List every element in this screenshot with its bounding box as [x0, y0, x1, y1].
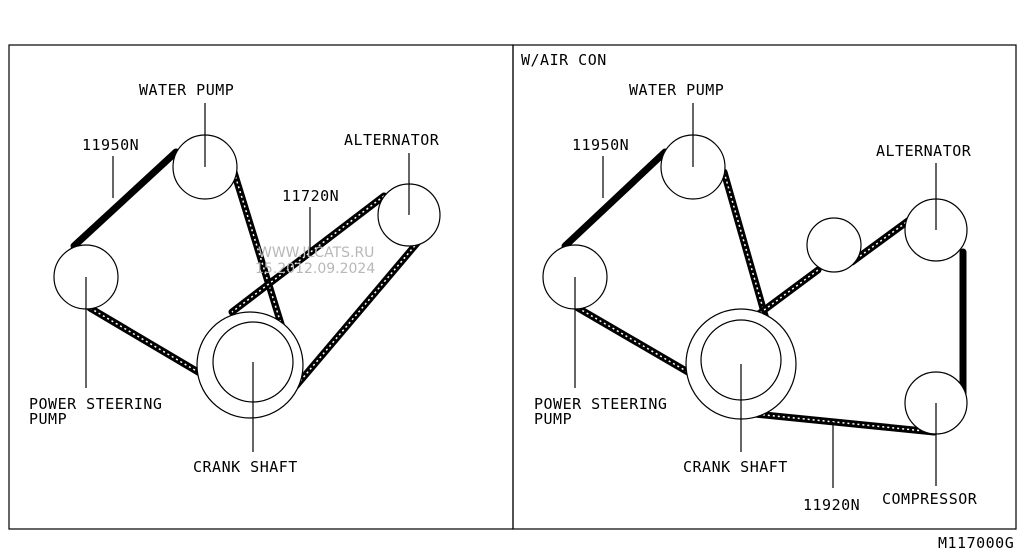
left-water-pump-label: WATER PUMP	[139, 81, 234, 99]
right-water-pump-label: WATER PUMP	[629, 81, 724, 99]
left-belt-11720n	[228, 192, 422, 390]
left-panel: WATER PUMP 11950N ALTERNATOR 11720N POWE…	[29, 81, 441, 476]
left-11950n-label: 11950N	[82, 136, 139, 154]
watermark-line2: 15.2012.09.2024	[255, 261, 375, 277]
left-power-steering-label-line2: PUMP	[29, 410, 67, 428]
figure-code: M117000G	[938, 534, 1014, 552]
right-idler-pulley	[806, 217, 862, 273]
right-11920n-label: 11920N	[803, 496, 860, 514]
right-power-steering-label-line1: POWER STEERING	[534, 395, 667, 413]
left-belt-11950n	[70, 148, 290, 386]
right-compressor-label: COMPRESSOR	[882, 490, 978, 508]
right-power-steering-label-line2: PUMP	[534, 410, 572, 428]
right-crank-shaft-label: CRANK SHAFT	[683, 458, 788, 476]
right-panel-frame	[512, 44, 1017, 530]
left-power-steering-label-line1: POWER STEERING	[29, 395, 162, 413]
right-alternator-label: ALTERNATOR	[876, 142, 972, 160]
left-alternator-label: ALTERNATOR	[344, 131, 440, 149]
right-11950n-label: 11950N	[572, 136, 629, 154]
left-crank-shaft-label: CRANK SHAFT	[193, 458, 298, 476]
right-panel: W/AIR CON	[521, 51, 978, 514]
right-belt-11920n	[741, 214, 967, 436]
watermark-line1: WWW.ILCATS.RU	[258, 245, 374, 261]
left-11720n-label: 11720N	[282, 187, 339, 205]
right-panel-heading: W/AIR CON	[521, 51, 607, 69]
